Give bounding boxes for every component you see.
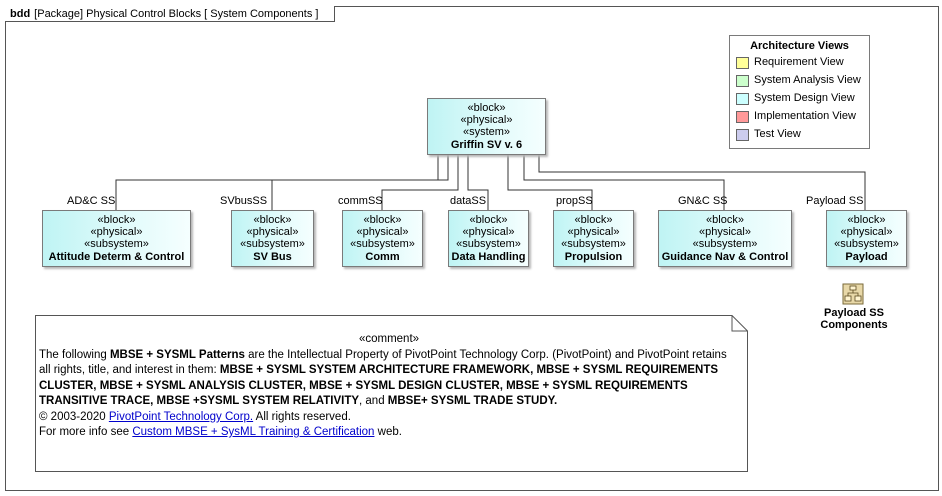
comment-shape [35,315,748,472]
link-data [467,155,489,210]
comment-text-run: are the Intellectual Property of PivotPo… [39,348,727,377]
block-name: Attitude Determ & Control [48,251,185,263]
stereotype: «subsystem» [456,238,521,250]
legend-item-requirement: Requirement View [730,53,869,71]
legend-item-test: Test View [730,125,869,143]
block-name: Griffin SV v. 6 [450,139,523,151]
block-payload[interactable]: «block» «physical» «subsystem» Payload [826,210,907,267]
legend-label: System Design View [754,92,855,104]
link-prop [507,155,593,210]
comment-bold-run: MBSE+ SYSML TRADE STUDY. [387,395,558,407]
legend-item-system-design: System Design View [730,89,869,107]
block-data-handling[interactable]: «block» «physical» «subsystem» Data Hand… [448,210,529,267]
comment-text-run: For more info see [39,426,133,438]
block-griffin-sv[interactable]: «block» «physical» «system» Griffin SV v… [427,98,546,155]
stereotype: «physical» [462,226,515,238]
role-label: Payload SS [806,195,864,207]
comment-more-info: For more info see Custom MBSE + SysML Tr… [39,425,739,441]
package-label-line: Payload SS [824,307,884,319]
training-link[interactable]: Custom MBSE + SysML Training & Certifica… [132,426,375,438]
role-label: commSS [338,195,383,207]
block-sv-bus[interactable]: «block» «physical» «subsystem» SV Bus [231,210,314,267]
legend-label: System Analysis View [754,74,861,86]
block-guidance-nav-control[interactable]: «block» «physical» «subsystem» Guidance … [658,210,792,267]
comment-text-run: All rights reserved. [253,410,351,423]
comment-text-run: , and [359,395,388,407]
legend-swatch [736,93,749,105]
role-label: GN&C SS [678,195,728,207]
stereotype: «block» [467,102,506,114]
stereotype: «physical» [356,226,409,238]
comment-stereotype: «comment» [358,333,420,345]
package-diagram-label[interactable]: Payload SS Components [800,307,908,331]
comment-text: «comment» The following MBSE + SYSML Pat… [39,332,739,441]
diagram-frame [5,6,939,491]
stereotype: «subsystem» [350,238,415,250]
block-name: Payload [845,251,888,263]
pivotpoint-link[interactable]: PivotPoint Technology Corp. [108,410,254,423]
role-label: dataSS [450,195,487,207]
legend-title: Architecture Views [750,40,849,52]
architecture-views-legend: Architecture Views Requirement View Syst… [729,35,870,149]
stereotype: «block» [574,214,613,226]
comment-note: «comment» The following MBSE + SYSML Pat… [35,315,748,472]
comment-copyright: © 2003-2020 PivotPoint Technology Corp. … [39,410,739,426]
link-adc [115,155,439,210]
legend-swatch [736,57,749,69]
block-propulsion[interactable]: «block» «physical» «subsystem» Propulsio… [553,210,634,267]
block-attitude-determ-control[interactable]: «block» «physical» «subsystem» Attitude … [42,210,191,267]
stereotype: «subsystem» [834,238,899,250]
stereotype: «physical» [90,226,143,238]
diagram-title: [Package] Physical Control Blocks [ Syst… [34,8,319,20]
block-name: Comm [365,251,400,263]
comment-text-run: © 2003-2020 [39,410,109,423]
legend-item-system-analysis: System Analysis View [730,71,869,89]
stereotype: «physical» [246,226,299,238]
stereotype: «subsystem» [692,238,758,250]
stereotype: «block» [847,214,886,226]
stereotype: «physical» [840,226,893,238]
diagram-frame-header: bdd[Package] Physical Control Blocks [ S… [5,6,336,22]
legend-label: Requirement View [754,56,844,68]
diagram-kind: bdd [10,8,31,20]
comment-text-run: The following [39,348,110,361]
legend-label: Test View [754,128,801,140]
legend-swatch [736,129,749,141]
role-label: propSS [556,195,593,207]
block-name: Guidance Nav & Control [661,251,789,263]
link-comm [381,155,459,210]
legend-item-implementation: Implementation View [730,107,869,125]
block-comm[interactable]: «block» «physical» «subsystem» Comm [342,210,423,267]
stereotype: «block» [706,214,744,226]
package-diagram-icon[interactable] [842,283,864,305]
stereotype: «block» [253,214,292,226]
stereotype: «block» [363,214,402,226]
comment-bold-run: MBSE + SYSML SYSTEM ARCHITECTURE FRAMEWO… [39,364,719,407]
legend-label: Implementation View [754,110,856,122]
stereotype: «subsystem» [240,238,305,250]
comment-text-run: web. [374,426,402,438]
link-payload [538,155,866,210]
comment-bold-run: MBSE + SYSML Patterns [109,348,245,361]
legend-swatch [736,75,749,87]
stereotype: «physical» [567,226,620,238]
stereotype: «block» [97,214,136,226]
block-name: SV Bus [253,251,292,263]
package-label-line: Components [820,319,888,331]
role-label: SVbusSS [220,195,268,207]
role-label: AD&C SS [67,195,116,207]
legend-swatch [736,111,749,123]
stereotype: «system» [462,126,511,138]
link-svbus [271,155,449,210]
comment-paragraph: The following MBSE + SYSML Patterns are … [39,348,739,410]
stereotype: «subsystem» [84,238,149,250]
stereotype: «subsystem» [561,238,626,250]
link-gnc [523,155,725,210]
block-name: Propulsion [564,251,623,263]
stereotype: «physical» [460,114,513,126]
stereotype: «physical» [699,226,751,238]
stereotype: «block» [469,214,508,226]
block-name: Data Handling [451,251,526,263]
